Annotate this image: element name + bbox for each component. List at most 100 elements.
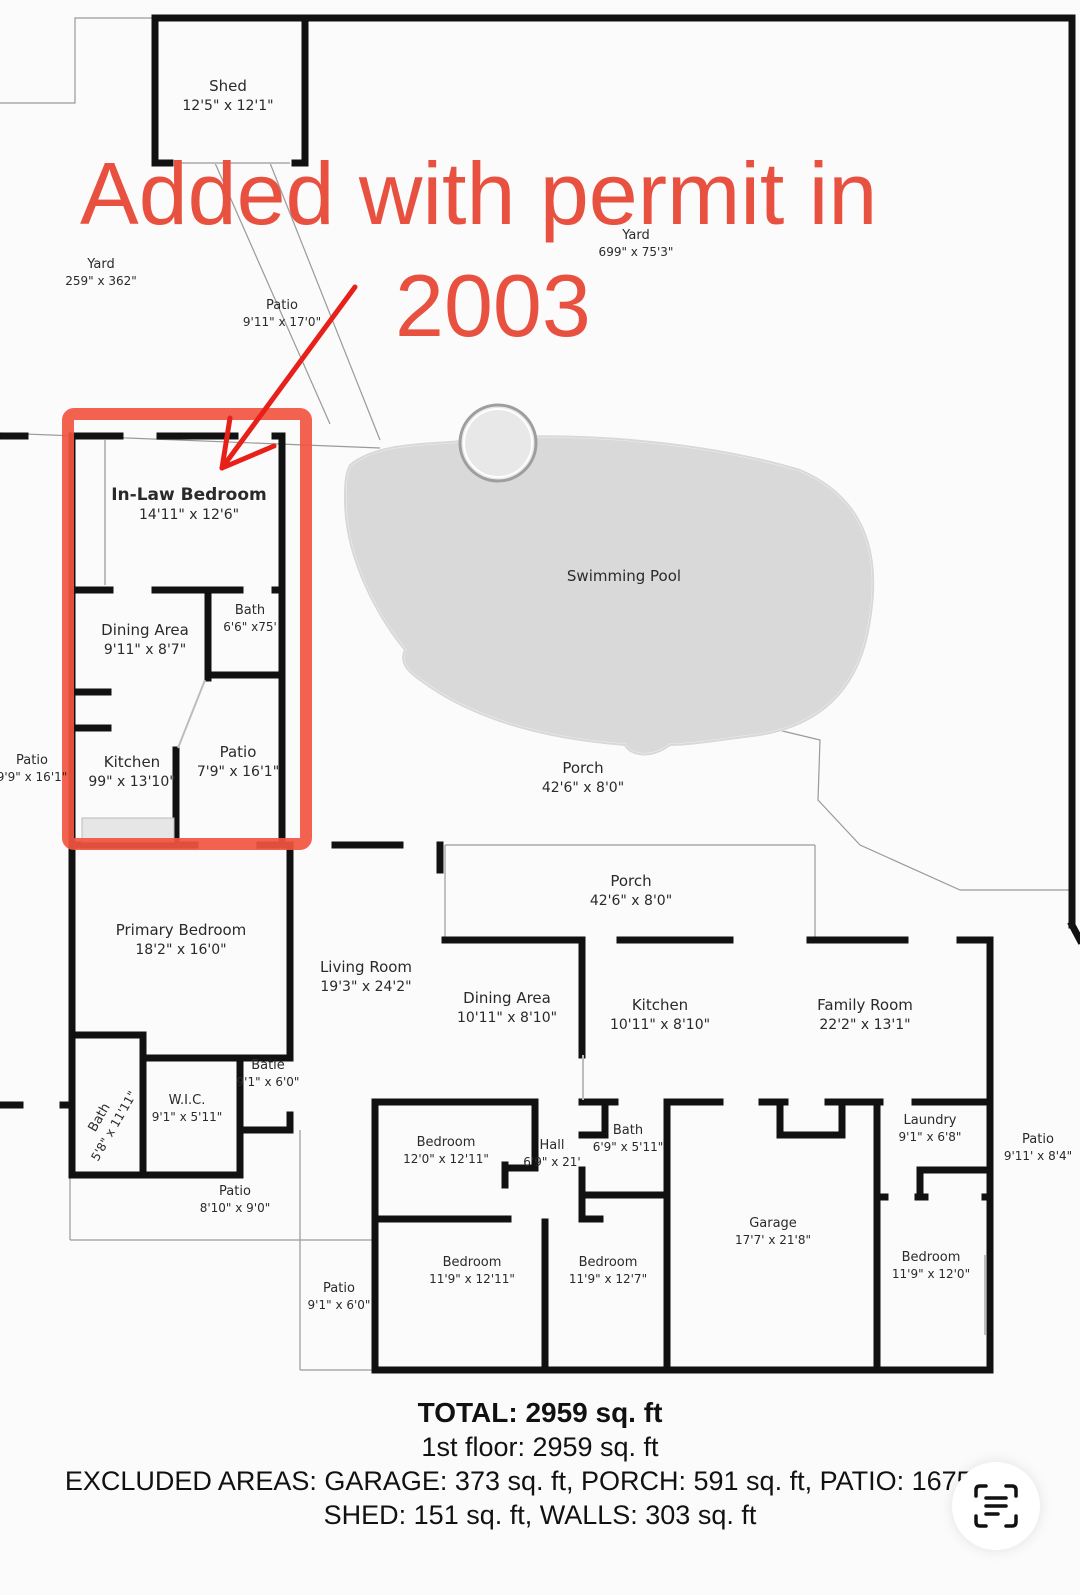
room-label-shed: Shed 12'5" x 12'1" xyxy=(182,76,273,116)
room-dimensions: 9'1" x 6'0" xyxy=(307,1298,371,1312)
room-name: Patio xyxy=(219,743,257,761)
room-label-hall: Hall 6'9" x 21' xyxy=(523,1137,580,1171)
room-name: Bedroom xyxy=(442,1255,502,1270)
room-dimensions: 10'11" x 8'10" xyxy=(456,1010,558,1026)
room-name: Laundry xyxy=(903,1113,957,1128)
room-dimensions: 6'9" x 21' xyxy=(523,1155,581,1169)
room-label-inlaw-bedroom: In-Law Bedroom 14'11" x 12'6" xyxy=(111,485,267,525)
room-label-living-room: Living Room 19'3" x 24'2" xyxy=(320,957,412,997)
room-dimensions: 11'9" x 12'11" xyxy=(429,1272,515,1286)
room-dimensions: 9'11" x 17'0" xyxy=(242,315,322,329)
room-dimensions: 9'11' x 8'4" xyxy=(1003,1149,1073,1163)
room-label-inlaw-bath: Bath 6'6" x75' xyxy=(223,602,277,636)
excluded-areas-line2: SHED: 151 sq. ft, WALLS: 303 sq. ft xyxy=(323,1500,757,1530)
area-summary: TOTAL: 2959 sq. ft 1st floor: 2959 sq. f… xyxy=(0,1396,1080,1532)
room-name: Patio xyxy=(219,1184,251,1199)
room-dimensions: 9'11" x 8'7" xyxy=(103,642,187,658)
room-label-batie: Batie 9'1" x 6'0" xyxy=(237,1057,300,1091)
room-name: Bedroom xyxy=(416,1135,476,1150)
room-dimensions: 17'7' x 21'8" xyxy=(735,1233,811,1247)
room-dimensions: 22'2" x 13'1" xyxy=(819,1017,911,1033)
room-dimensions: 10'11" x 8'10" xyxy=(609,1017,711,1033)
room-label-patio-small: Patio 9'1" x 6'0" xyxy=(308,1280,371,1314)
room-label-family-room: Family Room 22'2" x 13'1" xyxy=(817,995,913,1035)
addition-highlight xyxy=(62,408,312,850)
room-label-hall-bath: Bath 6'9" x 5'11" xyxy=(593,1122,664,1156)
room-dimensions: 12'0" x 12'11" xyxy=(403,1152,489,1166)
room-label-bedroom-5: Bedroom 11'9" x 12'0" xyxy=(892,1249,970,1283)
room-name: W.I.C. xyxy=(168,1093,206,1108)
room-dimensions: 42'6" x 8'0" xyxy=(589,893,673,909)
room-name: Swimming Pool xyxy=(566,567,682,585)
room-name: Yard xyxy=(622,228,650,243)
room-dimensions: 9'1" x 6'8" xyxy=(898,1130,962,1144)
door-window-openings xyxy=(104,162,986,1335)
room-name: Living Room xyxy=(319,958,413,976)
annotation-line2: 2003 xyxy=(395,256,591,355)
text-scan-button[interactable] xyxy=(952,1462,1040,1550)
room-dimensions: 42'6" x 8'0" xyxy=(541,780,625,796)
room-label-kitchen: Kitchen 10'11" x 8'10" xyxy=(610,995,710,1035)
room-dimensions: 12'5" x 12'1" xyxy=(182,98,274,114)
room-name: Bath xyxy=(612,1123,644,1138)
total-area: TOTAL: 2959 sq. ft xyxy=(417,1397,663,1428)
room-name: Primary Bedroom xyxy=(115,921,247,939)
room-dimensions: 6'6" x75' xyxy=(223,620,277,634)
room-name: Patio xyxy=(323,1281,355,1296)
room-dimensions: 99" x 13'10" xyxy=(88,774,176,790)
room-name: In-Law Bedroom xyxy=(111,485,267,505)
room-name: Dining Area xyxy=(101,621,189,639)
room-name: Patio xyxy=(266,298,298,313)
room-label-inlaw-patio: Patio 7'9" x 16'1" xyxy=(197,742,279,782)
room-name: Shed xyxy=(209,77,247,95)
room-name: Yard xyxy=(87,257,115,272)
room-name: Porch xyxy=(610,872,652,890)
room-name: Bedroom xyxy=(578,1255,638,1270)
room-name: Bath xyxy=(234,603,266,618)
room-name: Kitchen xyxy=(631,996,689,1014)
room-dimensions: 14'11" x 12'6" xyxy=(138,507,240,523)
excluded-areas-line1: EXCLUDED AREAS: GARAGE: 373 sq. ft, PORC… xyxy=(64,1466,1016,1496)
room-name: Porch xyxy=(562,759,604,777)
room-dimensions: 18'2" x 16'0" xyxy=(135,942,227,958)
room-name: Batie xyxy=(251,1058,285,1073)
room-label-inlaw-kitchen: Kitchen 99" x 13'10" xyxy=(88,752,175,792)
room-label-pool: Swimming Pool xyxy=(567,566,681,586)
room-dimensions: 6'9" x 5'11" xyxy=(592,1140,664,1154)
room-dimensions: 9'9" x 16'1" xyxy=(0,770,68,784)
room-dimensions: 9'1" x 5'11" xyxy=(151,1110,223,1124)
annotation-arrow-icon xyxy=(219,284,358,471)
room-name: Family Room xyxy=(817,996,913,1014)
pool xyxy=(343,403,875,756)
room-label-wic: W.I.C. 9'1" x 5'11" xyxy=(152,1092,223,1126)
room-label-porch-main: Porch 42'6" x 8'0" xyxy=(590,871,672,911)
room-label-inlaw-dining: Dining Area 9'11" x 8'7" xyxy=(101,620,189,660)
room-name: Hall xyxy=(539,1138,565,1153)
room-label-dining-area: Dining Area 10'11" x 8'10" xyxy=(457,988,557,1028)
room-dimensions: 11'9" x 12'7" xyxy=(568,1272,648,1286)
room-label-patio-path: Patio 9'11" x 17'0" xyxy=(243,297,321,331)
floor-area: 1st floor: 2959 sq. ft xyxy=(421,1432,659,1462)
room-label-patio-south: Patio 8'10" x 9'0" xyxy=(200,1183,271,1217)
room-label-bedroom-2: Bedroom 12'0" x 12'11" xyxy=(403,1134,489,1168)
room-dimensions: 19'3" x 24'2" xyxy=(320,979,412,995)
room-label-primary-bedroom: Primary Bedroom 18'2" x 16'0" xyxy=(116,920,247,960)
room-name: Bedroom xyxy=(901,1250,961,1265)
room-dimensions: 11'9" x 12'0" xyxy=(891,1267,971,1281)
room-name: Kitchen xyxy=(103,753,161,771)
room-label-porch-pool: Porch 42'6" x 8'0" xyxy=(542,758,624,798)
room-label-bedroom-4: Bedroom 11'9" x 12'7" xyxy=(569,1254,647,1288)
room-dimensions: 259" x 362" xyxy=(65,274,137,288)
annotation-line1: Added with permit in xyxy=(80,144,878,243)
room-label-laundry: Laundry 9'1" x 6'8" xyxy=(899,1112,962,1146)
room-label-yard-left: Yard 259" x 362" xyxy=(65,256,137,290)
room-name: Dining Area xyxy=(463,989,551,1007)
room-dimensions: 9'1" x 6'0" xyxy=(236,1075,300,1089)
room-dimensions: 7'9" x 16'1" xyxy=(196,764,280,780)
room-name: Patio xyxy=(1022,1132,1054,1147)
room-dimensions: 8'10" x 9'0" xyxy=(199,1201,271,1215)
